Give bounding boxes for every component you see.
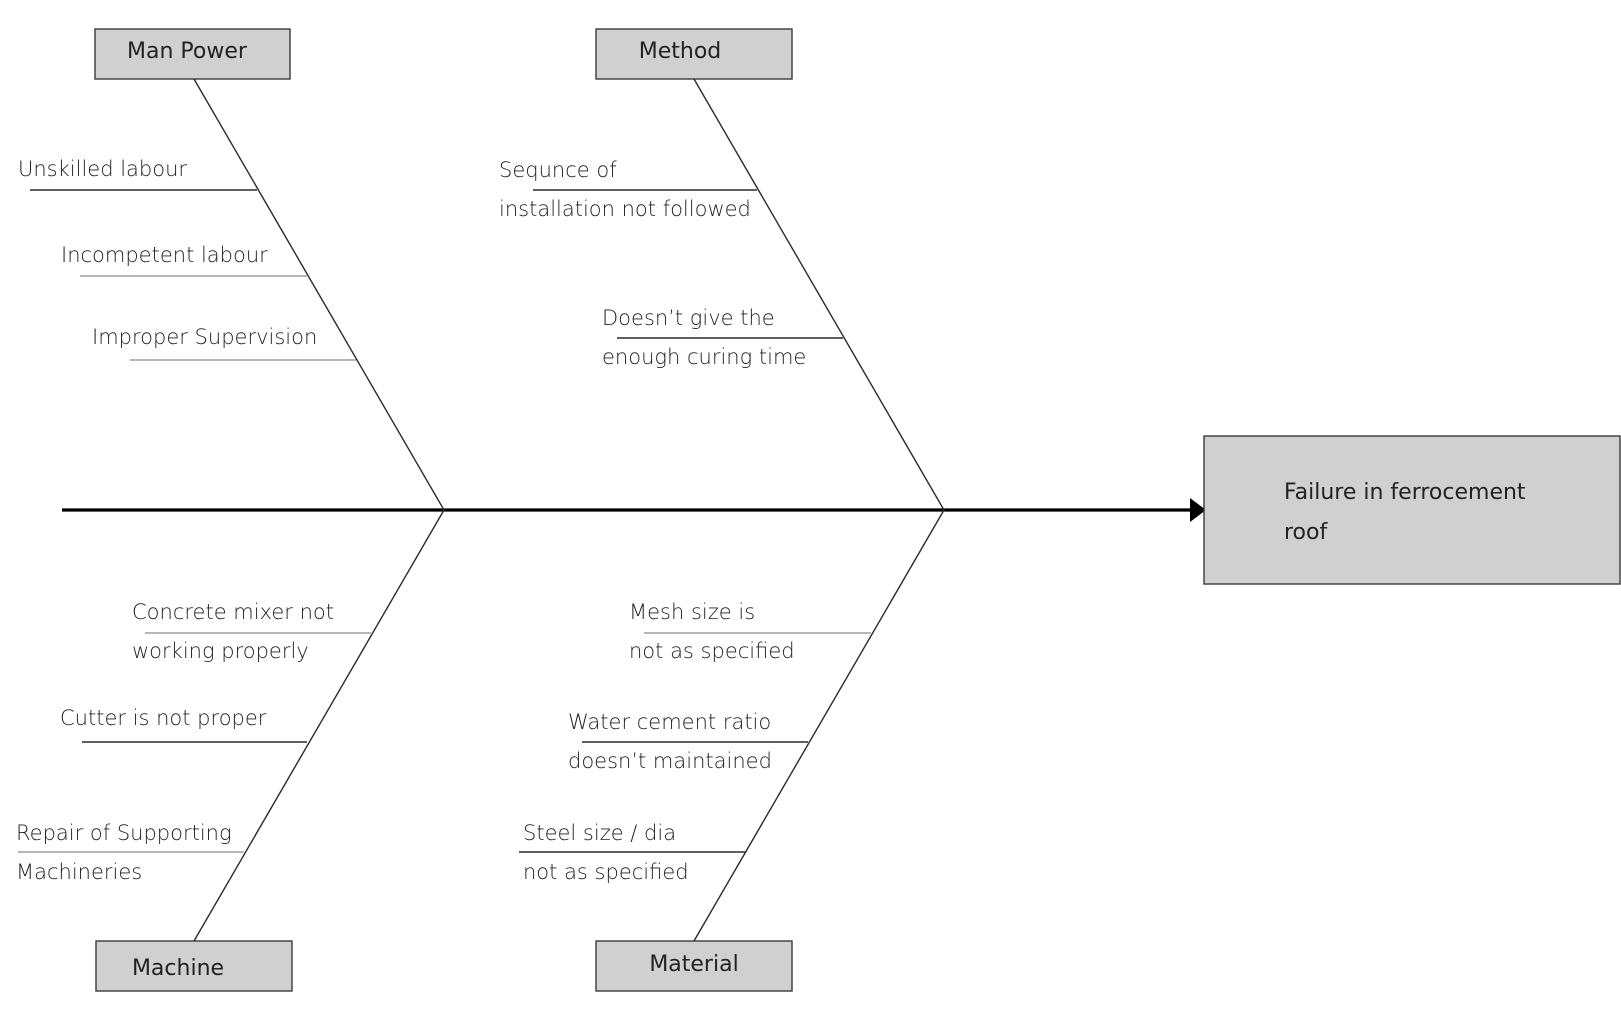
spine-arrow-head [1190,498,1206,522]
effect-box [1203,435,1621,585]
cause-label: Concrete mixer not [132,600,334,624]
cause-label: Mesh size is [629,600,755,624]
bone-method [693,78,945,511]
category-label-man-power: Man Power [127,39,248,64]
category-label-method: Method [639,39,722,64]
cause-label: installation not followed [499,197,751,221]
cause-label: Sequnce of [499,158,617,182]
cause-label: not as specified [629,639,795,663]
bone-material [693,509,945,942]
cause-label: Unskilled labour [18,157,187,181]
category-label-machine: Machine [132,956,224,981]
cause-label: Cutter is not proper [60,706,267,730]
category-box-material [595,940,793,992]
cause-label: Doesn’t give the [602,306,775,330]
cause-label: enough curing time [602,345,806,369]
category-box-man-power [94,28,291,80]
cause-label: Improper Supervision [92,325,317,349]
cause-label: Water cement ratio [568,710,771,734]
cause-label: Repair of Supporting [16,821,232,845]
category-label-material: Material [649,952,738,977]
effect-label-line2: roof [1284,520,1328,545]
cause-label: not as specified [523,860,689,884]
cause-label: working properly [132,639,309,663]
bone-man-power [193,78,445,511]
cause-label: Incompetent labour [61,243,268,267]
category-box-machine [95,940,293,992]
cause-label: Machineries [16,860,142,884]
bone-machine [193,509,445,942]
effect-label-line1: Failure in ferrocement [1284,480,1526,505]
cause-label: Steel size / dia [523,821,676,845]
cause-label: doesn’t maintained [568,749,772,773]
